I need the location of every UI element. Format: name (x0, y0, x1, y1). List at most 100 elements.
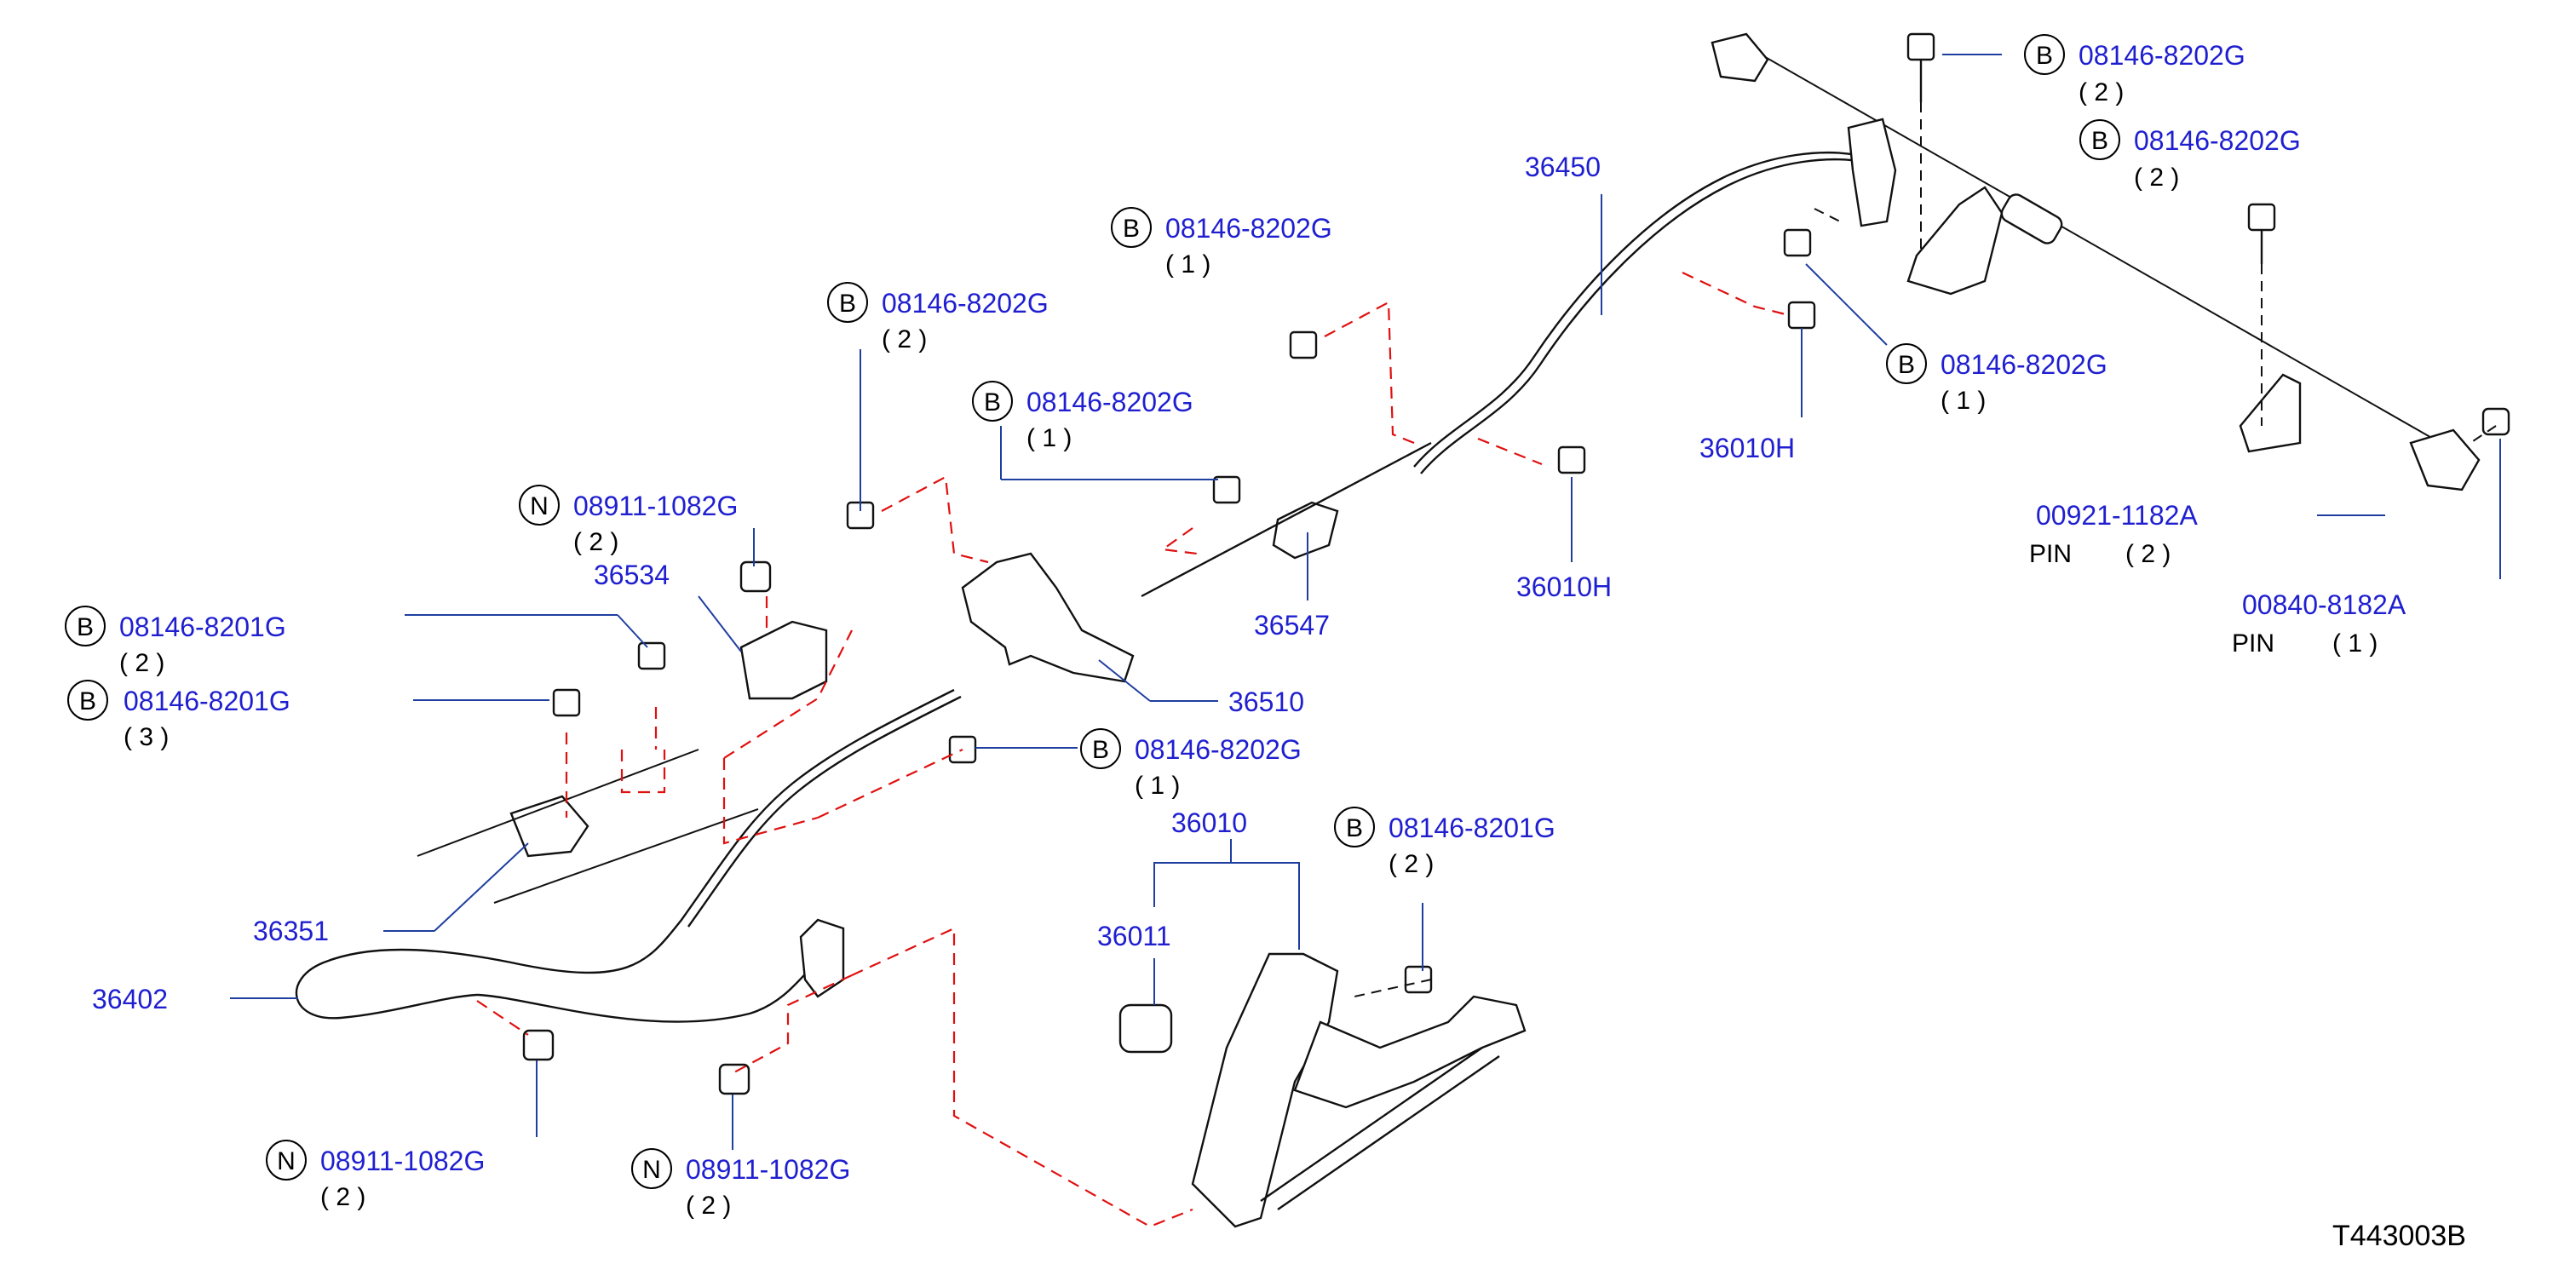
part-label-36547: 36547 (1254, 610, 1330, 641)
leader-line (1805, 263, 1888, 346)
red-dash-line (723, 629, 853, 759)
callout-part: 08146-8202G (2134, 125, 2301, 156)
badge-circle (972, 381, 1013, 422)
callout-part: 08146-8202G (2079, 40, 2245, 71)
badge-letter: N (530, 492, 549, 520)
leader-line (1098, 659, 1151, 702)
part-label-36010: 36010 (1171, 807, 1247, 838)
red-dash-line (1477, 437, 1543, 466)
front-cable-36402-lower (476, 945, 836, 1023)
callout-qty: ( 2 ) (573, 528, 618, 556)
pin-callout-2: 00840-8182A PIN ( 1 ) (2232, 589, 2406, 658)
callout-qty: ( 2 ) (320, 1183, 365, 1211)
pedal-assembly-36010 (1191, 952, 1339, 1228)
callout-c7: N 08911-1082G ( 2 ) (519, 485, 738, 556)
bolt-icon (1289, 330, 1318, 359)
red-dash-line (817, 749, 963, 819)
part-label-36534: 36534 (594, 560, 670, 590)
leader-line (434, 842, 529, 932)
red-dash-line (476, 1000, 529, 1036)
pedal-bushing-36011 (1118, 1003, 1173, 1054)
callout-part: 08146-8202G (1165, 213, 1332, 244)
badge-letter: B (1123, 215, 1140, 243)
callout-part: 08911-1082G (320, 1146, 485, 1176)
bolt-icon (2247, 203, 2276, 264)
callout-qty: ( 2 ) (2134, 164, 2179, 192)
callout-c8: B 08146-8201G ( 2 ) (65, 606, 286, 677)
nut-icon (739, 560, 772, 593)
red-dash-line (1160, 527, 1198, 555)
front-cable-36402-inner (687, 695, 962, 928)
red-dash-line (620, 750, 666, 794)
rear-cable-end-bracket (1711, 32, 1769, 83)
callout-qty: ( 2 ) (2079, 78, 2124, 106)
callout-qty: ( 1 ) (1135, 772, 1180, 800)
pin-icon (2481, 407, 2510, 436)
pin-name: PIN (2232, 629, 2274, 658)
badge-letter: B (79, 687, 96, 715)
part-label-36402: 36402 (92, 984, 168, 1014)
callout-qty: ( 1 ) (1026, 424, 1072, 452)
callout-part: 08146-8201G (1389, 813, 1555, 843)
rear-cable-bracket-left (1847, 118, 1897, 227)
bolt-icon (1557, 445, 1586, 474)
bolt-icon (1906, 32, 1935, 102)
callout-c11: B 08146-8201G ( 2 ) (1334, 807, 1555, 878)
badge-letter: N (277, 1147, 296, 1175)
badge-circle (631, 1148, 672, 1189)
callout-part: 08911-1082G (573, 491, 738, 521)
bolt-icon (1783, 228, 1812, 257)
equalizer-bracket-36510 (961, 552, 1135, 683)
part-label-36011: 36011 (1097, 921, 1171, 951)
part-label-36010h-b: 36010H (1516, 572, 1612, 602)
badge-circle (519, 485, 560, 526)
adjuster-block-36547 (1272, 501, 1339, 560)
callout-qty: ( 2 ) (882, 325, 927, 353)
badge-circle (1886, 343, 1927, 384)
badge-letter: B (984, 388, 1001, 417)
front-cable-bracket (799, 918, 845, 998)
pin-name: PIN (2029, 540, 2072, 568)
pedal-rod-2 (1277, 1055, 1500, 1210)
callout-qty: ( 2 ) (1389, 850, 1434, 878)
floor-line-1 (417, 749, 699, 857)
right-cable-end (2409, 428, 2481, 491)
bolt-icon (1787, 301, 1816, 330)
leader-line (698, 595, 742, 652)
floor-line-2 (493, 808, 759, 904)
black-dash-line (2470, 425, 2497, 444)
callout-part: 08146-8202G (1135, 734, 1302, 765)
pin-qty: ( 2 ) (2125, 540, 2171, 568)
badge-letter: B (1898, 351, 1915, 379)
badge-circle (1111, 207, 1152, 248)
callout-part: 08146-8202G (1941, 349, 2107, 380)
badge-letter: B (1346, 814, 1363, 842)
badge-circle (1334, 807, 1375, 847)
callout-qty: ( 2 ) (686, 1192, 731, 1220)
badge-circle (1080, 728, 1121, 769)
callout-c10: B 08146-8202G ( 1 ) (1080, 728, 1302, 800)
pedal-arm (1293, 995, 1527, 1109)
callout-c6: B 08146-8202G ( 1 ) (1886, 343, 2107, 415)
callout-qty: ( 1 ) (1165, 250, 1210, 279)
badge-circle (2024, 34, 2065, 75)
pin-qty: ( 1 ) (2332, 629, 2378, 658)
pedal-rod (1260, 1047, 1483, 1202)
badge-circle (2079, 119, 2120, 160)
bolt-icon (552, 688, 581, 717)
part-label-36010h-a: 36010H (1699, 433, 1795, 463)
red-dash-line (1682, 272, 1790, 317)
leader-line (1153, 862, 1300, 950)
plate-36351 (509, 795, 589, 858)
nut-icon (522, 1029, 555, 1061)
black-dash-line (1354, 979, 1432, 997)
equalizer-rod (1141, 441, 1432, 598)
cable-adjuster (2000, 193, 2063, 244)
callout-c5: B 08146-8202G ( 1 ) (972, 381, 1193, 452)
badge-circle (266, 1140, 307, 1181)
rear-cable-36450 (1413, 152, 1858, 468)
nut-icon (718, 1063, 750, 1095)
callout-c4: B 08146-8202G ( 2 ) (827, 282, 1049, 353)
badge-letter: B (2036, 42, 2053, 70)
